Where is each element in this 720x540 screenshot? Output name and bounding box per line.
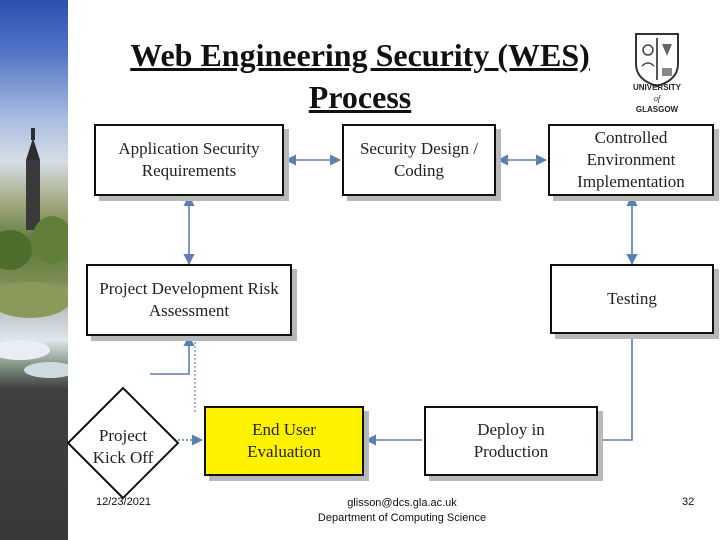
node-project-development-risk-assessment: Project Development Risk Assessment — [86, 264, 292, 336]
footer-page-number: 32 — [682, 496, 695, 508]
node-deploy-in-production: Deploy in Production — [424, 406, 598, 476]
university-crest-icon — [635, 33, 679, 88]
footer-contact: glisson@dcs.gla.ac.uk Department of Comp… — [290, 496, 514, 526]
node-label: Project Kick Off — [92, 426, 154, 467]
footer-department: Department of Computing Science — [317, 512, 487, 524]
node-label: Controlled Environment Implementation — [577, 128, 685, 191]
node-label: Deploy in Production — [473, 420, 549, 461]
node-label: End User Evaluation — [247, 420, 321, 461]
logo-line3: GLASGOW — [635, 105, 679, 114]
node-controlled-environment-implementation: Controlled Environment Implementation — [548, 124, 714, 196]
side-photo — [0, 0, 68, 540]
slide-title-line2: Process — [308, 79, 412, 115]
logo-line2: of — [653, 94, 661, 103]
logo-line1: UNIVERSITY — [632, 83, 681, 92]
footer-date: 12/23/2021 — [96, 496, 152, 508]
node-end-user-evaluation: End User Evaluation — [204, 406, 364, 476]
node-project-kick-off: Project Kick Off — [78, 402, 168, 492]
kick-off-diamond — [66, 386, 180, 500]
slide-title: Web Engineering Security (WES) Process — [90, 34, 630, 118]
footer-email: glisson@dcs.gla.ac.uk — [347, 497, 457, 509]
connector-kickoff-risk — [150, 334, 195, 375]
node-testing: Testing — [550, 264, 714, 334]
node-label: Security Design / Coding — [359, 139, 479, 180]
node-security-design-coding: Security Design / Coding — [342, 124, 496, 196]
slide-title-line1: Web Engineering Security (WES) — [130, 37, 590, 73]
side-photo-illustration — [0, 128, 68, 378]
node-label: Application Security Requirements — [118, 139, 260, 180]
university-logo-text: UNIVERSITY of GLASGOW — [612, 82, 702, 115]
node-label: Testing — [607, 289, 657, 308]
node-label: Project Development Risk Assessment — [99, 279, 279, 320]
node-application-security-requirements: Application Security Requirements — [94, 124, 284, 196]
